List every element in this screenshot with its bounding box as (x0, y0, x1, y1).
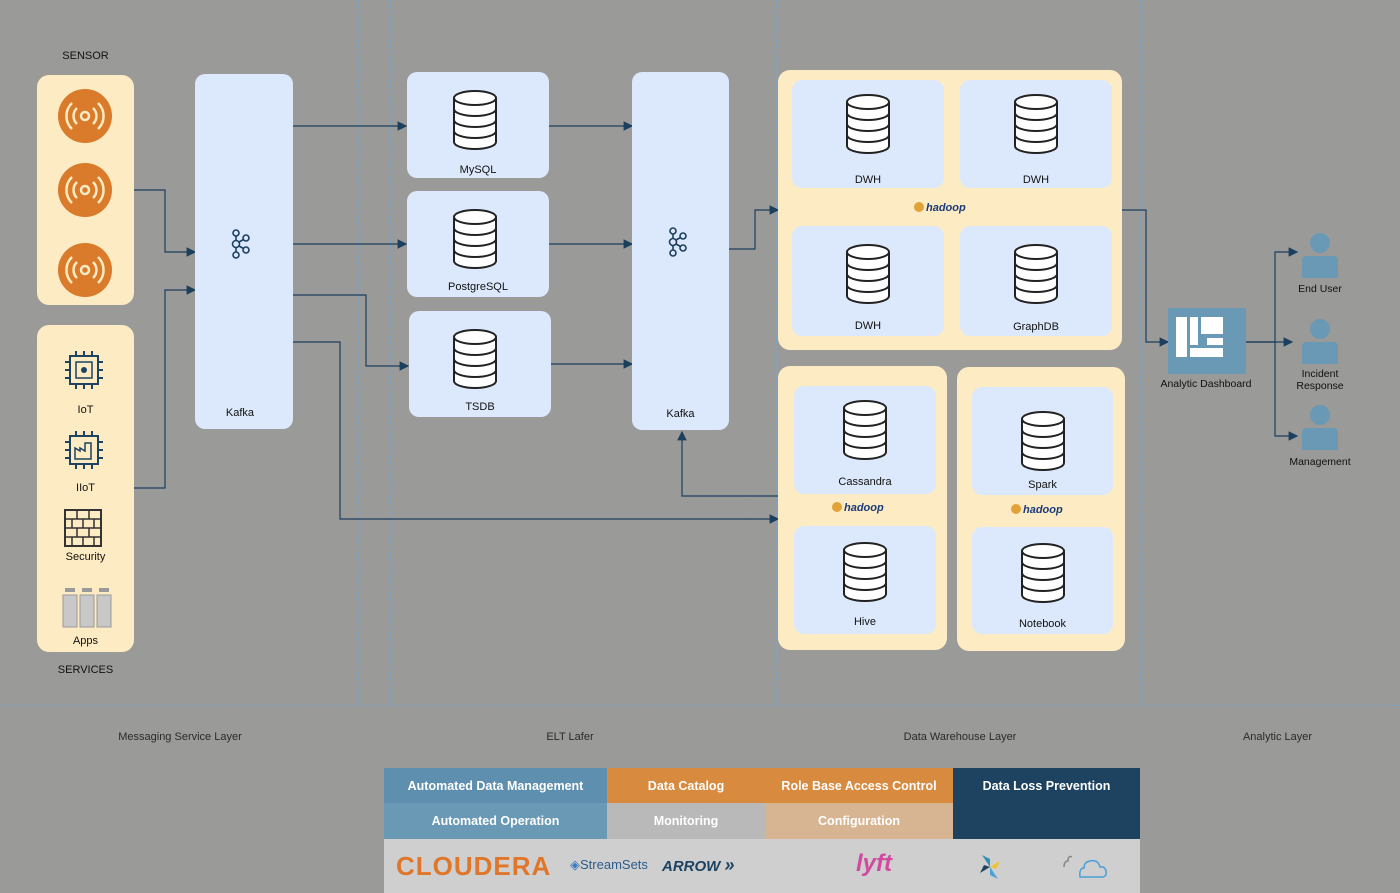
kafka-left-box: Kafka (195, 74, 293, 429)
streamsets-logo: ◈StreamSets (570, 857, 648, 872)
database-icon (843, 542, 887, 602)
service-label-iot: IoT (77, 404, 94, 416)
layer-label-dwh: Data Warehouse Layer (903, 731, 1017, 743)
layer-label-analytic: Analytic Layer (1242, 731, 1313, 743)
cell-configuration: Configuration (765, 803, 953, 839)
dashboard-label: Analytic Dashboard (1160, 378, 1252, 390)
vendor-logo-strip: CLOUDERA ◈StreamSets ARROW » lyft (384, 839, 1140, 893)
graphdb-label: GraphDB (1013, 321, 1059, 333)
hive-box: Hive (794, 526, 936, 634)
kafka-right-box: Kafka (632, 72, 729, 430)
service-label-security: Security (65, 551, 106, 563)
cell-automated-data-management: Automated Data Management (384, 768, 607, 803)
kafka-right-label: Kafka (666, 408, 695, 420)
lyft-logo: lyft (856, 850, 892, 877)
hadoop-logo: hadoop (832, 502, 884, 514)
layer-divider (390, 0, 391, 705)
sensor-panel (37, 75, 134, 305)
warehouse-bottom-right-panel: Spark hadoop Notebook (957, 367, 1125, 651)
dwh-box: DWH (792, 226, 944, 336)
factory-chip-icon (65, 431, 103, 469)
user-icon (1302, 405, 1338, 450)
pinwheel-logo-icon (980, 855, 1000, 879)
firewall-icon (64, 509, 102, 547)
database-icon (846, 94, 890, 154)
chip-icon (65, 351, 103, 389)
warehouse-bottom-left-panel: Cassandra hadoop Hive (778, 366, 947, 650)
layer-baseline (0, 705, 1400, 706)
elt-box-tsdb: TSDB (409, 311, 551, 417)
user-label-incident-response: Incident Response (1296, 368, 1344, 392)
elt-label-mysql: MySQL (459, 164, 497, 176)
database-icon (1021, 411, 1065, 471)
cell-monitoring: Monitoring (607, 803, 765, 839)
notebook-box: Notebook (972, 527, 1113, 634)
hive-label: Hive (853, 616, 876, 628)
database-icon (1014, 94, 1058, 154)
kafka-icon (668, 227, 687, 257)
database-icon (453, 209, 497, 269)
layer-divider (1157, 0, 1158, 705)
cassandra-box: Cassandra (794, 386, 936, 494)
cloudera-logo: CLOUDERA (396, 851, 552, 881)
cassandra-label: Cassandra (838, 476, 892, 488)
hadoop-logo: hadoop (914, 202, 966, 214)
cloud-logo-icon (1063, 855, 1107, 878)
elt-label-postgresql: PostgreSQL (448, 281, 508, 293)
sensor-icon (58, 163, 112, 217)
arrow-logo: ARROW » (662, 855, 735, 875)
dwh-box: DWH (792, 80, 944, 188)
service-label-iiot: IIoT (76, 482, 95, 494)
user-label-end-user: End User (1298, 283, 1342, 295)
elt-box-mysql: MySQL (407, 72, 549, 178)
spark-label: Spark (1028, 479, 1057, 491)
dwh-label: DWH (1022, 174, 1050, 186)
database-icon (1014, 244, 1058, 304)
layer-divider (776, 0, 777, 705)
database-icon (846, 244, 890, 304)
cell-data-loss-prevention: Data Loss Prevention (953, 768, 1140, 839)
layer-label-messaging: Messaging Service Layer (118, 731, 242, 743)
apps-server-icon (62, 588, 112, 628)
warehouse-top-panel: DWH DWH hadoop DWH GraphDB (778, 70, 1122, 350)
sensor-icon (58, 89, 112, 143)
spark-box: Spark (972, 387, 1113, 495)
cell-role-base-access-control: Role Base Access Control (765, 768, 953, 803)
sensor-title: SENSOR (62, 50, 109, 62)
database-icon (1021, 543, 1065, 603)
dwh-label: DWH (854, 174, 882, 186)
dwh-box: DWH (960, 80, 1112, 188)
hadoop-logo: hadoop (1011, 504, 1063, 516)
cell-data-catalog: Data Catalog (607, 768, 765, 803)
services-title: SERVICES (57, 664, 114, 676)
layer-divider (1140, 0, 1141, 705)
layer-label-elt: ELT Lafer (546, 731, 594, 743)
service-label-apps: Apps (72, 635, 99, 647)
notebook-label: Notebook (1018, 618, 1067, 630)
user-icon (1302, 233, 1338, 278)
elt-label-tsdb: TSDB (465, 401, 495, 413)
dwh-label: DWH (854, 320, 882, 332)
layer-divider (358, 0, 359, 705)
services-panel: IoT IIoT Security Apps (37, 325, 134, 652)
dashboard-icon (1168, 308, 1246, 374)
database-icon (453, 90, 497, 150)
graphdb-box: GraphDB (960, 226, 1112, 336)
layer-divider (747, 0, 748, 705)
database-icon (843, 400, 887, 460)
database-icon (453, 329, 497, 389)
user-label-management: Management (1289, 456, 1351, 468)
kafka-left-label: Kafka (225, 407, 255, 419)
user-icon (1302, 319, 1338, 364)
elt-box-postgresql: PostgreSQL (407, 191, 549, 297)
kafka-icon (231, 229, 250, 259)
cell-automated-operation: Automated Operation (384, 803, 607, 839)
sensor-icon (58, 243, 112, 297)
